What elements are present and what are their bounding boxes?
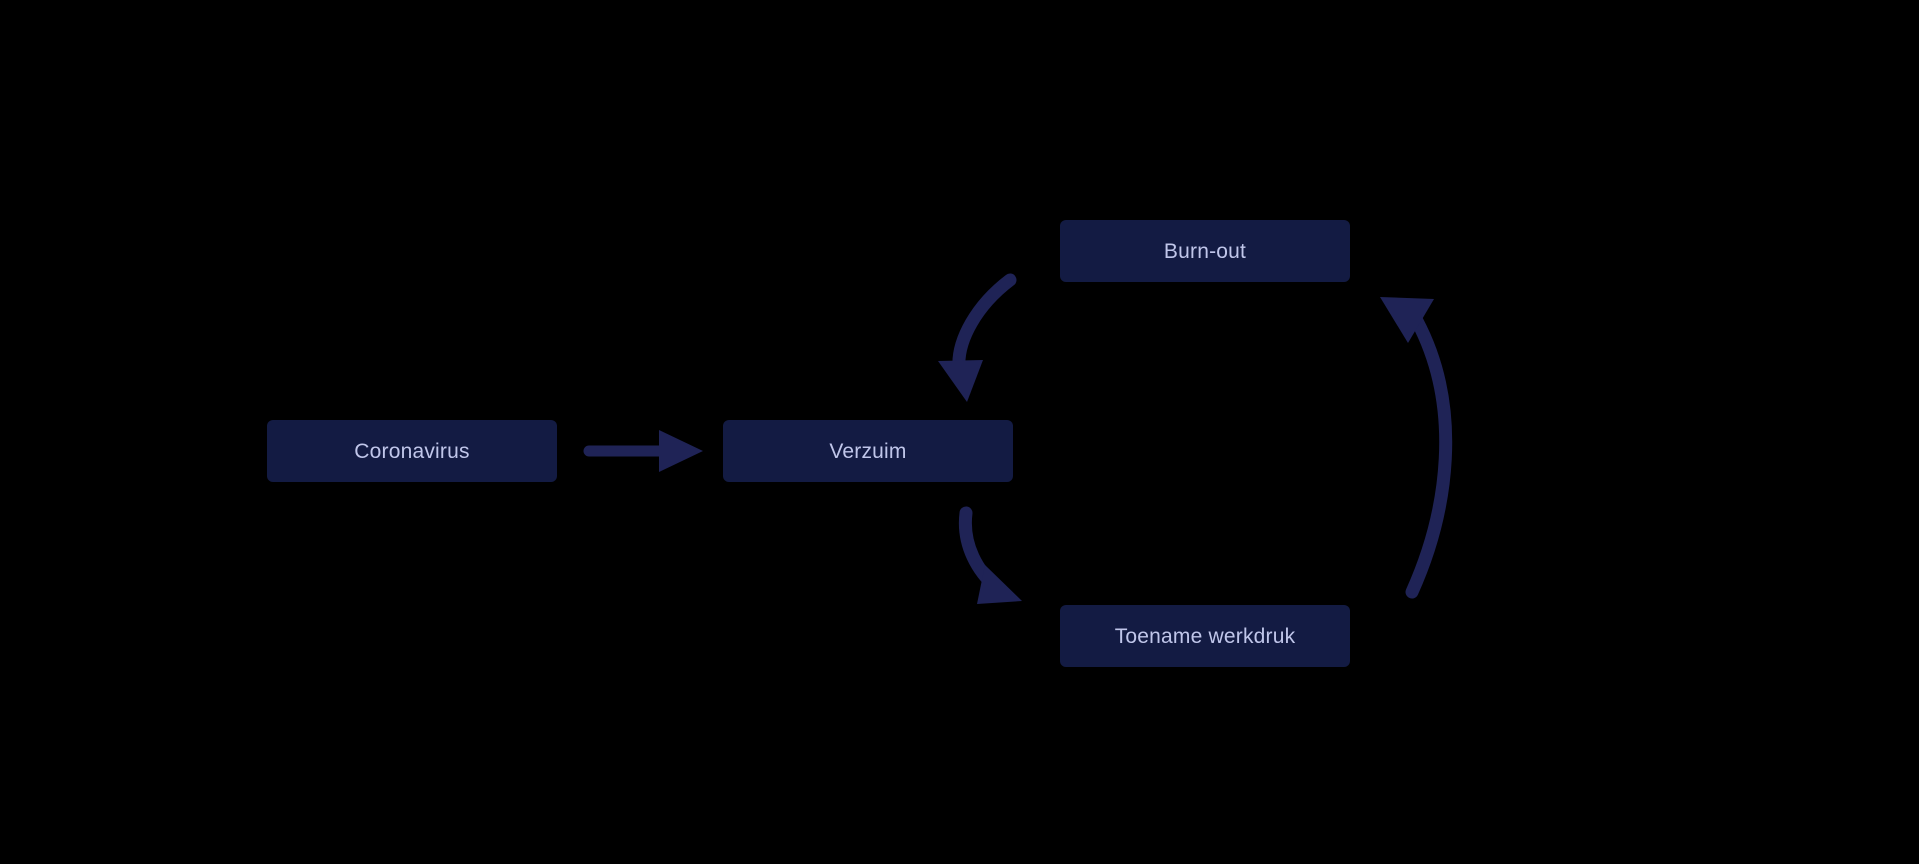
edge-coronavirus-to-verzuim [583, 430, 703, 472]
node-verzuim-label: Verzuim [829, 439, 907, 463]
node-werkdruk-label: Toename werkdruk [1114, 624, 1296, 648]
node-burnout-label: Burn-out [1163, 239, 1247, 263]
node-burnout[interactable]: Burn-out [1060, 220, 1350, 282]
node-verzuim[interactable]: Verzuim [723, 420, 1013, 482]
edge-burnout-to-verzuim [938, 273, 1017, 402]
edge-werkdruk-to-burnout [1380, 297, 1453, 599]
edge-verzuim-to-werkdruk [958, 506, 1022, 604]
node-werkdruk[interactable]: Toename werkdruk [1060, 605, 1350, 667]
node-coronavirus-label: Coronavirus [354, 439, 470, 463]
node-coronavirus[interactable]: Coronavirus [267, 420, 557, 482]
